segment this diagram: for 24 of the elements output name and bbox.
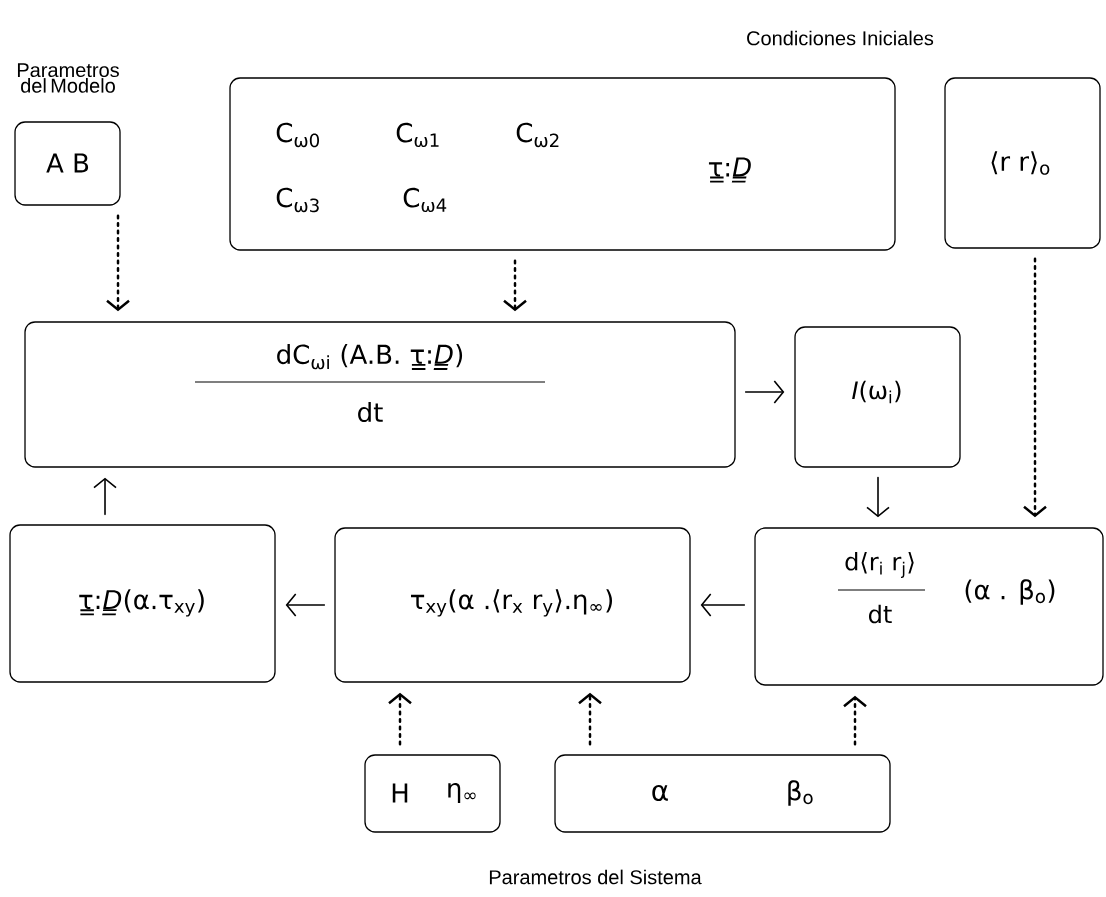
heading: Condiciones Iniciales xyxy=(747,30,934,46)
arrow xyxy=(744,380,785,404)
arrow xyxy=(285,593,326,617)
arrow xyxy=(106,214,130,312)
initial-conditions-box: C$_{ω0}$ C$_{ω1}$ C$_{ω2}$ C$_{ω3}$ C$_{ω4}$ τ̳:D̳ xyxy=(229,77,896,251)
initial-conditions-box: ⟨r r⟩$_{o}$ xyxy=(944,77,1101,249)
equation-box: τ$_{xy}$(α .⟨r$_{x}$ r$_{y}$⟩.η$_{∞}$) xyxy=(334,527,691,683)
equation-box: dC$_{ωi}$ (A.B. τ̳:D̳) dt xyxy=(24,321,736,468)
parameter-box: A B xyxy=(14,121,121,206)
heading: Parametros del Sistema xyxy=(489,869,702,885)
arrow xyxy=(843,695,867,746)
arrow xyxy=(700,593,746,617)
parameter-box: α β$_{o}$ xyxy=(554,754,891,833)
arrow xyxy=(503,259,527,312)
parameter-box: H η$_{∞}$ xyxy=(364,754,501,833)
arrow xyxy=(93,477,117,516)
equation-box: I(ω$_{i}$) xyxy=(794,326,961,468)
arrow xyxy=(578,692,602,746)
arrow xyxy=(1023,257,1047,518)
heading: Parametros del Modelo xyxy=(17,63,119,93)
arrow xyxy=(866,476,890,518)
arrow xyxy=(388,692,412,746)
equation-box: τ̳:D̳(α.τ$_{xy}$) xyxy=(9,524,276,683)
equation-box: d⟨r$_{i}$ r$_{j}$⟩ dt (α . β$_{o}$) xyxy=(754,527,1104,686)
